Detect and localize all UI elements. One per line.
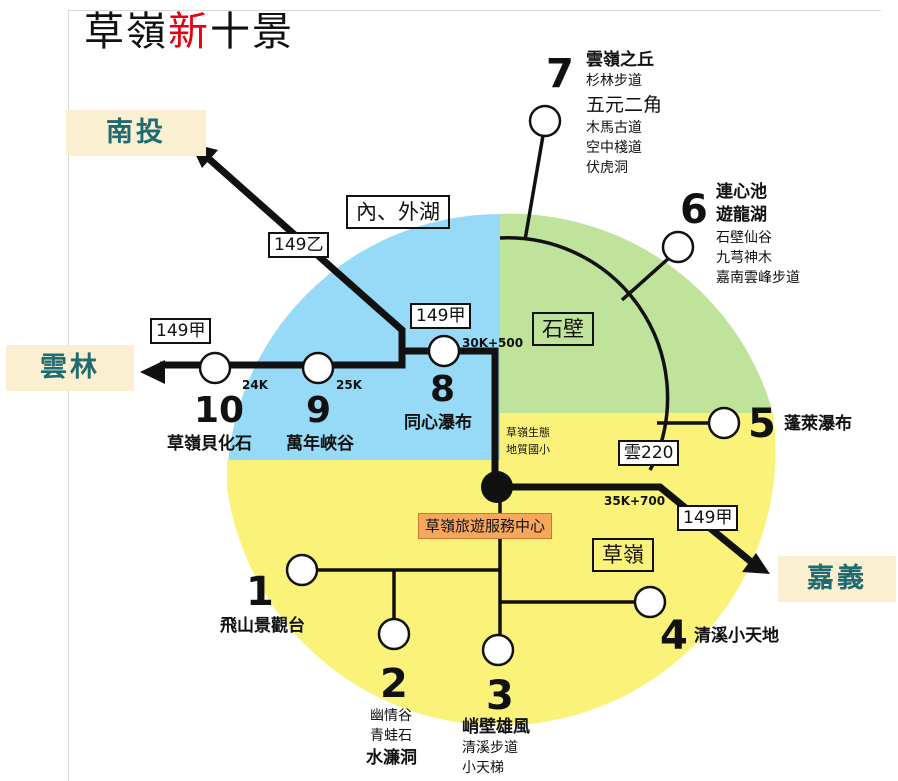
- km-25k: 25K: [336, 378, 362, 392]
- spot-number-9: 9: [306, 390, 332, 431]
- road-tag-149yi: 149乙: [268, 232, 330, 258]
- spot-sub-7d: 空中棧道: [586, 140, 642, 156]
- page-title: 草嶺新十景: [84, 9, 294, 55]
- zone-label-shibi: 石壁: [532, 312, 594, 346]
- spot-sub-7a: 杉林步道: [586, 73, 642, 89]
- spot-number-4: 4: [660, 613, 688, 659]
- arrow-yunlin: [140, 360, 165, 384]
- road-to-7: [523, 123, 547, 241]
- spot-name-4: 清溪小天地: [694, 626, 779, 646]
- spot-sub-3b: 小天梯: [462, 760, 504, 776]
- highway-149yi: [205, 155, 406, 353]
- highway-149jia-east: [495, 483, 758, 568]
- spot-circle-5: [707, 406, 741, 440]
- destination-chiayi: 嘉義: [778, 556, 896, 602]
- spot-name-6b: 遊龍湖: [716, 205, 767, 225]
- spot-number-3: 3: [486, 673, 514, 719]
- spot-number-10: 10: [194, 390, 245, 431]
- spot-circle-7: [528, 104, 562, 138]
- spot-sub-6c: 嘉南雲峰步道: [716, 270, 800, 286]
- spot-sub-7e: 伏虎洞: [586, 160, 628, 176]
- spot-name-10: 草嶺貝化石: [167, 434, 252, 454]
- destination-nantou: 南投: [66, 110, 206, 156]
- spot-circle-6: [661, 230, 695, 264]
- spot-number-6: 6: [680, 187, 708, 233]
- km-24k: 24K: [242, 378, 268, 392]
- road-tag-yun220: 雲220: [618, 440, 680, 466]
- spot-circle-1: [285, 553, 319, 587]
- spot-circle-8: [427, 334, 461, 368]
- spot-name-1: 飛山景觀台: [220, 616, 305, 636]
- zone-label-lakes: 內、外湖: [346, 195, 450, 229]
- spot-name-6a: 連心池: [716, 182, 767, 202]
- spot-number-5: 5: [748, 401, 776, 447]
- spot-circle-3: [481, 633, 515, 667]
- spot-sub-2b: 青蛙石: [370, 728, 412, 744]
- service-center-label: 草嶺旅遊服務中心: [418, 513, 553, 539]
- spot-sub-2a: 幽情谷: [370, 708, 412, 724]
- zone-label-caoling: 草嶺: [592, 538, 654, 572]
- spot-number-7: 7: [546, 51, 574, 97]
- spot-number-2: 2: [380, 661, 408, 707]
- arrow-chiayi: [742, 553, 770, 574]
- km-35k700: 35K+700: [604, 494, 666, 508]
- spot-name-7: 雲嶺之丘: [586, 50, 654, 70]
- spot-name-2: 水濂洞: [366, 748, 417, 768]
- hub-dot: [481, 471, 513, 503]
- school-label: 草嶺生態地質國小: [506, 426, 550, 456]
- page-frame: [68, 10, 881, 781]
- spot-name-5: 蓬萊瀑布: [784, 414, 852, 434]
- spot-number-8: 8: [430, 369, 456, 410]
- zone-shibi-area: [500, 213, 773, 487]
- zone-lakes-area: [227, 214, 500, 487]
- spot-name-8: 同心瀑布: [404, 413, 472, 433]
- spot-name-3: 峭壁雄風: [462, 717, 530, 737]
- km-30k500: 30K+500: [462, 336, 524, 350]
- spot-circle-9: [301, 351, 335, 385]
- spot-sub-6a: 石壁仙谷: [716, 230, 772, 246]
- spot-name-9: 萬年峽谷: [286, 434, 354, 454]
- spot-sub-7c: 木馬古道: [586, 120, 642, 136]
- road-tag-149jia-west: 149甲: [150, 318, 212, 344]
- road-tag-149jia-east: 149甲: [677, 505, 739, 531]
- destination-yunlin: 雲林: [6, 345, 134, 391]
- spot-sub-6b: 九芎神木: [716, 250, 772, 266]
- spot-circle-4: [633, 585, 667, 619]
- spot-sub-7b: 五元二角: [586, 94, 663, 116]
- spot-number-1: 1: [246, 569, 274, 615]
- spot-sub-3a: 清溪步道: [462, 740, 518, 756]
- spot-circle-2: [377, 617, 411, 651]
- road-arc: [499, 236, 670, 461]
- spot-circle-10: [198, 351, 232, 385]
- road-tag-149jia-north: 149甲: [410, 303, 472, 329]
